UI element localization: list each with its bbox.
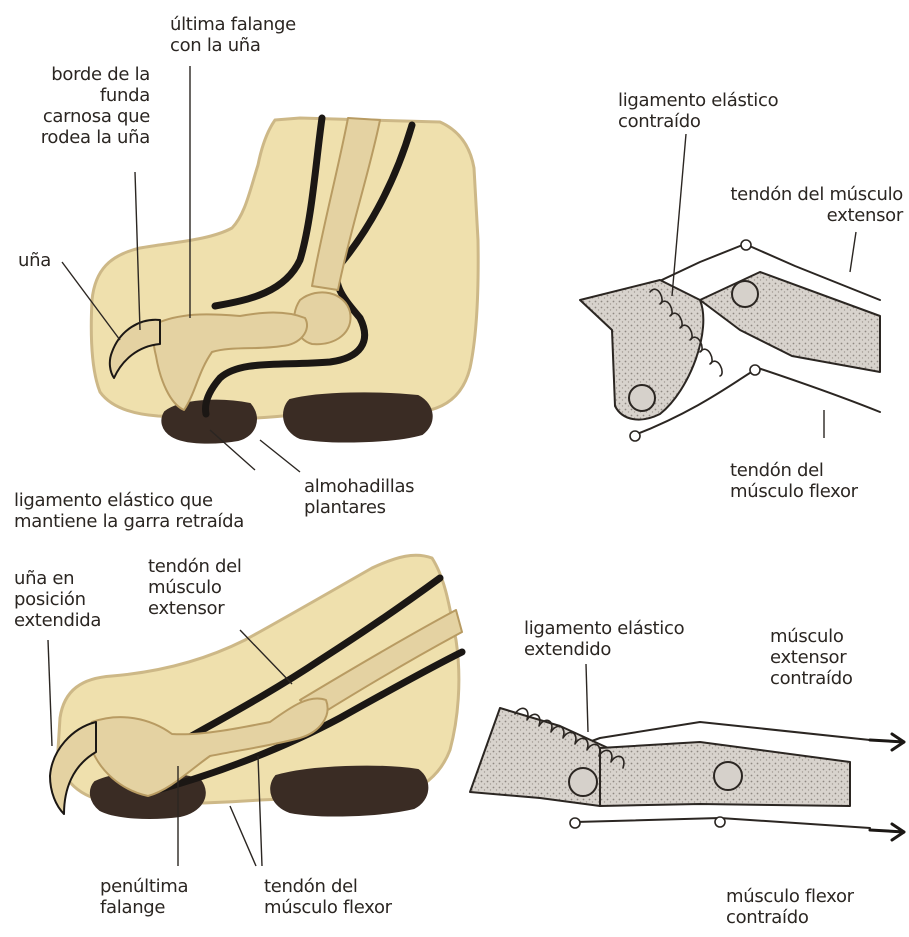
paw-retracted-pad-front: [162, 401, 256, 443]
schematic-retracted-rivet-1: [741, 240, 751, 250]
label-tendon-flexor-top: tendón del músculo flexor: [730, 460, 858, 502]
label-borde-funda: borde de la funda carnosa que rodea la u…: [14, 64, 150, 148]
label-musculo-extensor-contraido: músculo extensor contraído: [770, 626, 853, 689]
schematic-extended-rivet-1: [570, 818, 580, 828]
schematic-extended-pivot-1: [569, 768, 597, 796]
schematic-retracted-pivot-2: [732, 281, 758, 307]
label-almohadillas: almohadillas plantares: [304, 476, 414, 518]
label-ultima-falange: última falange con la uña: [170, 14, 296, 56]
label-ligamento-extendido: ligamento elástico extendido: [524, 618, 684, 660]
schematic-extended: [470, 708, 904, 840]
paw-extended-pad-rear: [271, 767, 427, 816]
label-musculo-flexor-contraido: músculo flexor contraído: [726, 886, 854, 928]
arrow-upper-icon: [870, 734, 904, 750]
schematic-retracted-pivot-1: [629, 385, 655, 411]
paw-retracted-illustration: [91, 118, 478, 443]
paw-retracted-pad-rear: [284, 393, 432, 441]
label-una: uña: [18, 250, 51, 271]
label-ligamento-contraido: ligamento elástico contraído: [618, 90, 778, 132]
schematic-retracted-rivet-3: [630, 431, 640, 441]
arrow-lower-icon: [870, 824, 904, 840]
paw-extended-illustration: [50, 555, 462, 818]
schematic-retracted: [580, 240, 880, 441]
schematic-retracted-proximal-bone: [700, 272, 880, 372]
label-ligamento-retraida: ligamento elástico que mantiene la garra…: [14, 490, 244, 532]
label-penultima-falange: penúltima falange: [100, 876, 188, 918]
label-tendon-extensor-top: tendón del músculo extensor: [688, 184, 903, 226]
schematic-extended-rivet-2: [715, 817, 725, 827]
schematic-extended-pivot-2: [714, 762, 742, 790]
label-tendon-extensor-bottom: tendón del músculo extensor: [148, 556, 242, 619]
schematic-retracted-rivet-2: [750, 365, 760, 375]
label-una-extendida: uña en posición extendida: [14, 568, 101, 631]
label-tendon-flexor-bottom: tendón del músculo flexor: [264, 876, 392, 918]
paw-retracted-fur: [91, 118, 478, 419]
